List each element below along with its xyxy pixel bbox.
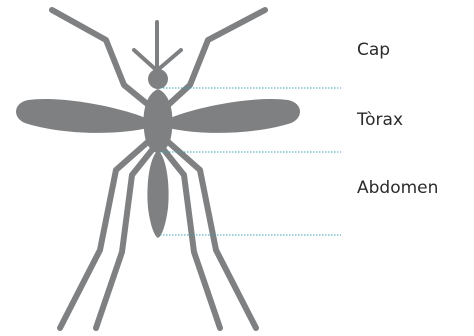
antennae — [134, 22, 181, 70]
head — [148, 69, 168, 89]
thorax — [144, 89, 173, 153]
left-wing — [16, 99, 148, 133]
right-wing — [168, 99, 300, 133]
thorax-label: Tòrax — [357, 112, 403, 129]
abdomen-label: Abdomen — [357, 180, 438, 197]
head-label: Cap — [357, 42, 390, 59]
abdomen — [147, 150, 168, 238]
mosquito-silhouette — [16, 10, 300, 328]
